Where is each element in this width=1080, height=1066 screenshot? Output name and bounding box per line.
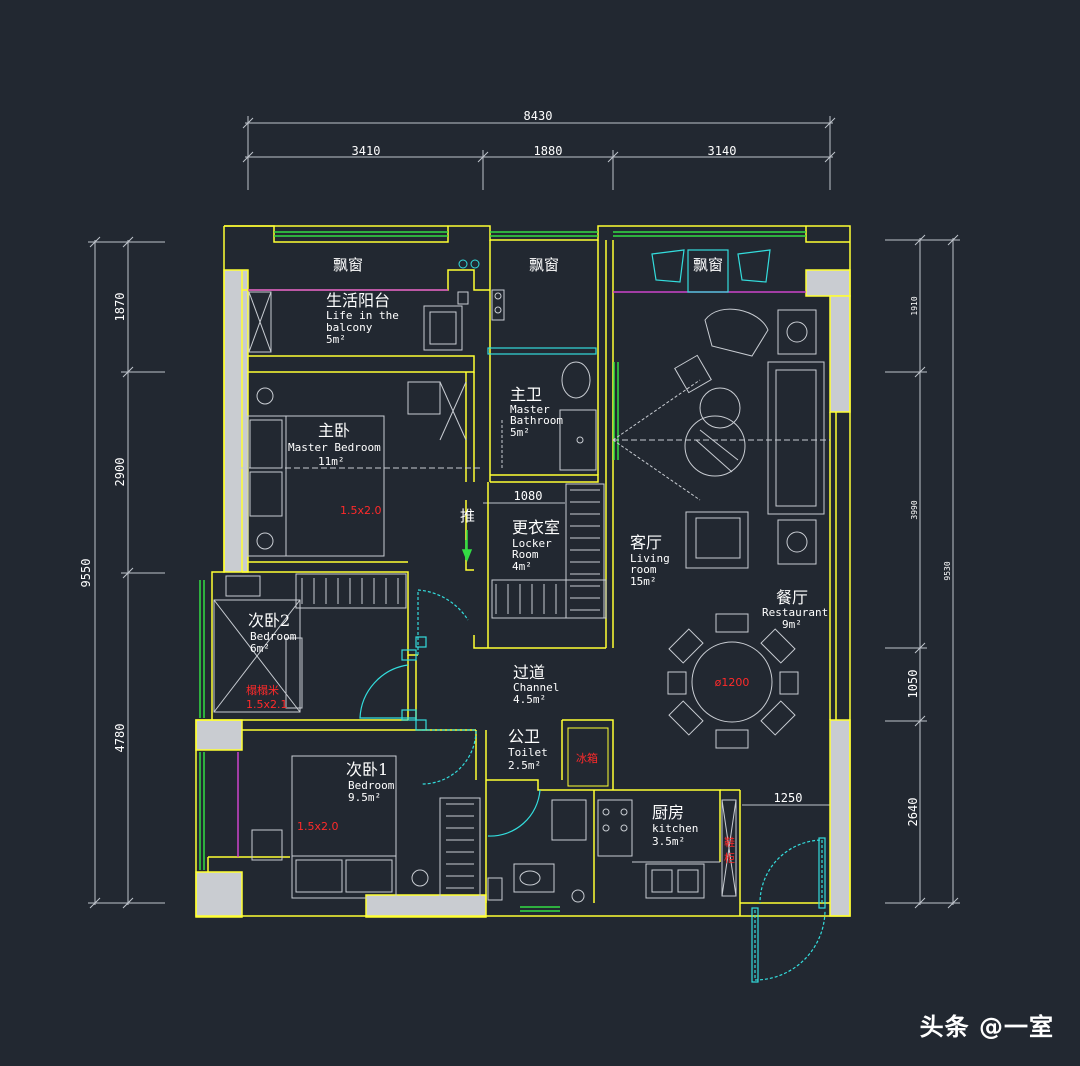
toilet-bowl [561, 361, 591, 399]
kitchen-en: kitchen [652, 822, 698, 835]
living-zh: 客厅 [630, 533, 662, 552]
dimension-lines [88, 116, 960, 909]
locker-area: 4m² [512, 560, 532, 573]
locker-en1: Locker [512, 537, 552, 550]
dim-door-1250: 1250 [774, 791, 803, 805]
master-bath-zh: 主卫 [510, 385, 542, 404]
dim-right-1: 1910 [910, 296, 919, 315]
doors [359, 347, 826, 983]
dim-left-total: 9550 [79, 559, 93, 588]
restaurant-en: Restaurant [762, 606, 828, 619]
bay-window-label-1: 飘窗 [333, 256, 363, 274]
restaurant-zh: 餐厅 [776, 588, 808, 607]
living-en1: Living [630, 552, 670, 565]
locker-en2: Room [512, 548, 539, 561]
master-bedroom-area: 11m² [318, 455, 345, 468]
bedroom2-area: 6m² [250, 642, 270, 655]
channel-zh: 过道 [513, 663, 545, 682]
shoe-cabinet-label-1: 鞋 [724, 835, 735, 849]
dim-left-2: 2900 [113, 458, 127, 487]
dim-top-3: 3140 [708, 144, 737, 158]
table-size: ø1200 [715, 676, 750, 689]
kitchen-area: 3.5m² [652, 835, 685, 848]
balcony-area: 5m² [326, 333, 346, 346]
bedroom1-en: Bedroom [348, 779, 395, 792]
push-arrow-icon [461, 530, 473, 563]
dim-top-1: 3410 [352, 144, 381, 158]
bedroom1-zh: 次卧1 [346, 760, 388, 779]
room-labels: 飘窗 飘窗 飘窗 生活阳台 Life in the balcony 5m² 主卧… [246, 256, 828, 865]
dim-right-2: 3990 [910, 500, 919, 519]
master-bedroom-zh: 主卧 [318, 421, 350, 440]
dim-left-1: 1870 [113, 293, 127, 322]
balcony-zh: 生活阳台 [326, 291, 390, 310]
dim-door-1080: 1080 [514, 489, 543, 503]
toilet-en: Toilet [508, 746, 548, 759]
dim-top-2: 1880 [534, 144, 563, 158]
kitchen-zh: 厨房 [652, 803, 684, 822]
bedroom2-zh: 次卧2 [248, 611, 290, 630]
dimension-texts: 8430 3410 1880 3140 9550 1870 2900 4780 … [79, 109, 952, 826]
bedroom1-bed-size: 1.5x2.0 [297, 820, 339, 833]
watermark: 头条 @一室 [919, 1013, 1054, 1041]
living-area: 15m² [630, 575, 657, 588]
master-bath-area: 5m² [510, 426, 530, 439]
bay-window-label-2: 飘窗 [529, 256, 559, 274]
sofa [767, 361, 825, 515]
bedroom2-en: Bedroom [250, 630, 297, 643]
bay-window-cushions [651, 249, 771, 293]
tatami-size: 1.5x2.1 [246, 698, 288, 711]
locker-zh: 更衣室 [512, 518, 560, 537]
dining-table [691, 641, 773, 723]
fridge-label: 冰箱 [576, 751, 598, 765]
dim-right-4: 2640 [906, 798, 920, 827]
tatami-label: 榻榻米 [246, 683, 279, 697]
dim-top-total: 8430 [524, 109, 553, 123]
master-bath-en1: Master [510, 403, 550, 416]
dim-right-total: 9530 [943, 561, 952, 580]
dim-right-3: 1050 [906, 670, 920, 699]
balcony-en2: balcony [326, 321, 373, 334]
wall-outlines [195, 225, 851, 917]
toilet-zh: 公卫 [508, 727, 540, 746]
restaurant-area: 9m² [782, 618, 802, 631]
master-bed [247, 415, 385, 557]
walls [195, 269, 851, 918]
dim-left-3: 4780 [113, 724, 127, 753]
channel-en: Channel [513, 681, 559, 694]
bedroom1-area: 9.5m² [348, 791, 381, 804]
master-bed-size: 1.5x2.0 [340, 504, 382, 517]
balcony-en1: Life in the [326, 309, 399, 322]
master-bedroom-en: Master Bedroom [288, 441, 381, 454]
bay-window-label-3: 飘窗 [693, 256, 723, 274]
furniture [213, 259, 830, 903]
bedroom1-bed [291, 755, 397, 899]
push-door-label: 推 [460, 507, 475, 525]
master-bath-en2: Bathroom [510, 414, 563, 427]
living-en2: room [630, 563, 657, 576]
shoe-cabinet-label-2: 柜 [724, 852, 735, 865]
channel-area: 4.5m² [513, 693, 546, 706]
toilet-area: 2.5m² [508, 759, 541, 772]
